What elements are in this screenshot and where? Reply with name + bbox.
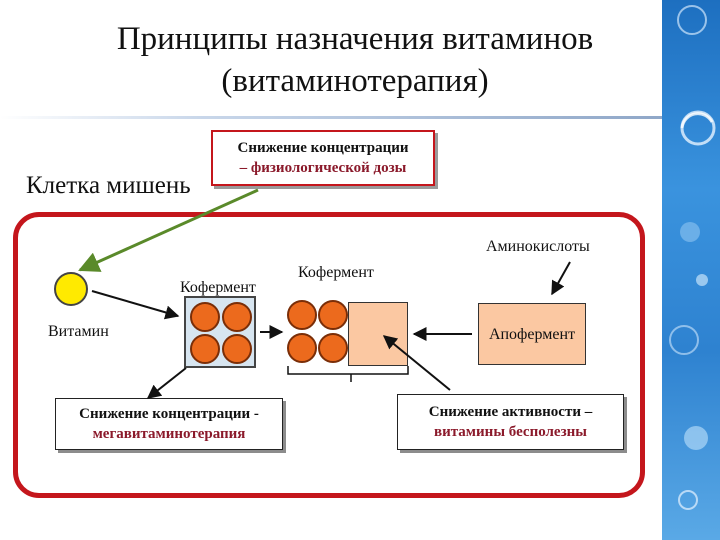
- holoenzyme-ball-icon: [287, 333, 317, 363]
- physiological-dose-box: Снижение концентрации – физиологической …: [211, 130, 435, 186]
- amino-acids-arrow: [551, 261, 571, 296]
- coenzyme-ball-icon: [190, 302, 220, 332]
- coenzyme-ball-icon: [222, 334, 252, 364]
- title-line-1: Принципы назначения витаминов: [116, 21, 594, 57]
- holoenzyme-apoenzyme-part: [348, 302, 408, 366]
- holoenzyme-ball-icon: [318, 333, 348, 363]
- holoenzyme-bracket: [287, 366, 409, 382]
- megavitamin-line-1: Снижение концентрации -: [79, 406, 259, 422]
- megavitamin-arrow: [146, 367, 187, 399]
- reduced-activity-line-2: витамины бесполезны: [434, 424, 587, 440]
- reduced-activity-box: Снижение активности – витамины бесполезн…: [397, 394, 624, 450]
- holoenzyme-ball-icon: [287, 300, 317, 330]
- vitamin-label: Витамин: [48, 323, 109, 340]
- title-line-2: (витаминотерапия): [221, 63, 489, 99]
- megavitamin-therapy-box: Снижение концентрации - мегавитаминотера…: [55, 398, 283, 450]
- coenzyme-ball-icon: [222, 302, 252, 332]
- decorative-side-panel: [662, 0, 720, 540]
- megavitamin-line-2: мегавитаминотерапия: [92, 426, 246, 442]
- target-cell-label: Клетка мишень: [26, 172, 191, 199]
- physiological-dose-line-2: – физиологической дозы: [239, 160, 407, 176]
- side-panel-ornament: [669, 5, 716, 510]
- holoenzyme-ball-icon: [318, 300, 348, 330]
- reduced-activity-line-1: Снижение активности –: [428, 404, 593, 420]
- apoenzyme-box: Апофермент: [478, 303, 586, 365]
- target-cell-frame: [13, 212, 645, 498]
- physiological-dose-arrow: [78, 188, 259, 272]
- coenzyme-cluster: [184, 296, 256, 368]
- coenzyme-label-2: Кофермент: [298, 264, 374, 281]
- amino-acids-label: Аминокислоты: [486, 238, 590, 255]
- coenzyme-ball-icon: [190, 334, 220, 364]
- title-divider: [0, 116, 662, 119]
- reduced-activity-arrow: [382, 335, 451, 391]
- vitamin-to-coenzyme-arrow: [91, 290, 180, 320]
- vitamin-molecule-icon: [54, 272, 88, 306]
- coenzyme-label-1: Кофермент: [180, 279, 256, 296]
- slide-title: Принципы назначения витаминов (витаминот…: [60, 18, 650, 102]
- physiological-dose-line-1: Снижение концентрации: [237, 140, 409, 156]
